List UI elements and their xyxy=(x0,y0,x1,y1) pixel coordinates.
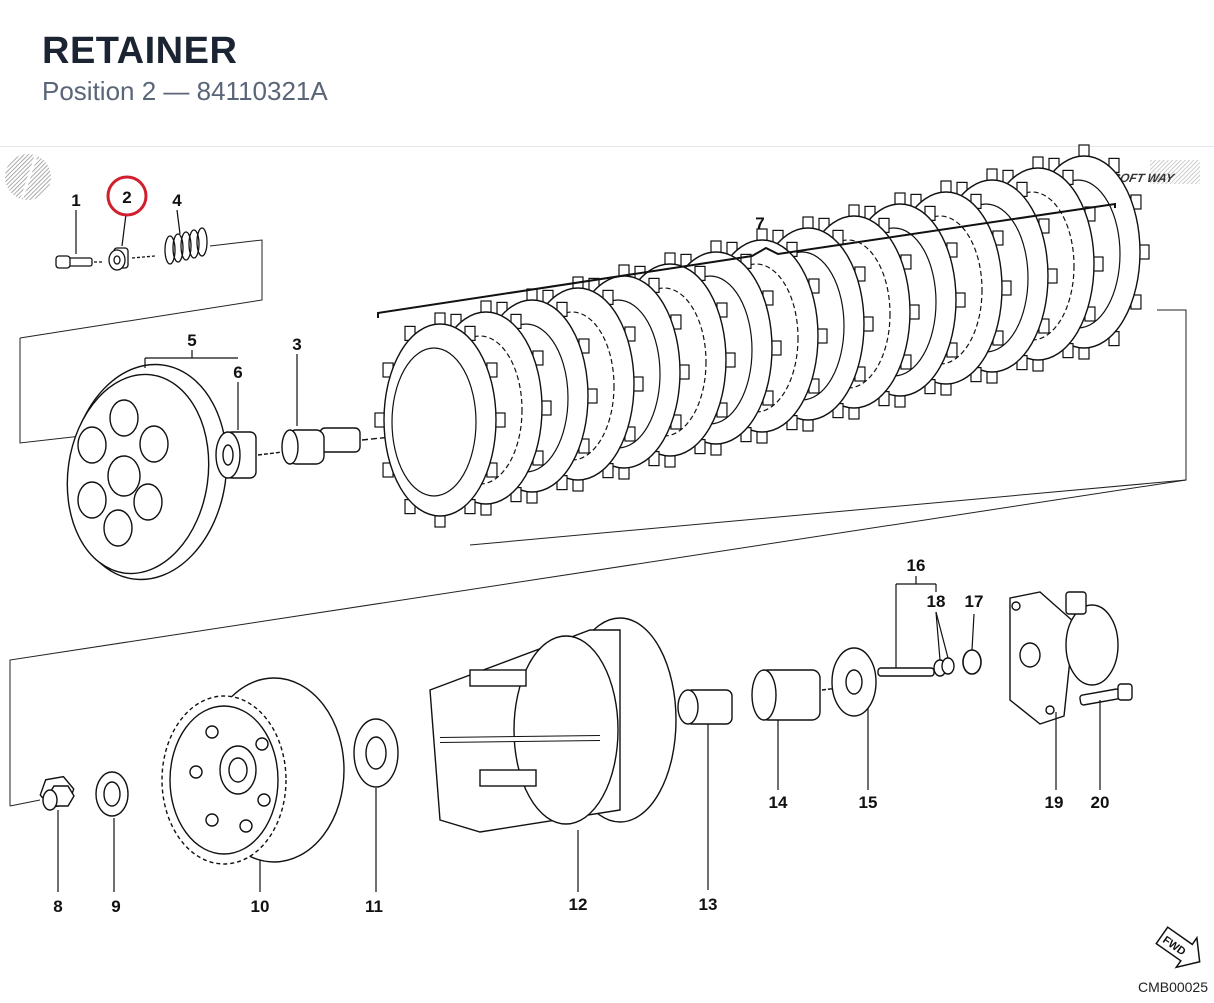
softway-logo-icon: SOFT WAY xyxy=(1111,160,1200,185)
part-7-group-bracket xyxy=(377,202,1116,318)
part-5-pressure-plate xyxy=(66,363,228,581)
part-17-circlip xyxy=(962,649,982,675)
part-6-bearing xyxy=(215,431,283,479)
callout-10: 10 xyxy=(251,897,270,916)
callout-7: 7 xyxy=(755,214,764,233)
page-title: RETAINER xyxy=(42,30,238,72)
callout-8: 8 xyxy=(53,897,62,916)
part-12-clutch-basket xyxy=(429,617,677,833)
part-16-push-rod xyxy=(877,667,935,677)
clutch-plate xyxy=(374,312,506,528)
callout-labels: 1 2 4 5 6 3 7 8 9 10 11 12 13 14 15 16 1… xyxy=(53,175,1110,916)
part-20-bolt xyxy=(1079,683,1133,706)
part-8-nut xyxy=(39,775,75,811)
callout-2: 2 xyxy=(122,188,131,207)
part-15-thrust-washer xyxy=(831,647,877,717)
callout-13: 13 xyxy=(699,895,718,914)
callout-18: 18 xyxy=(927,592,946,611)
lower-bracket-lines xyxy=(9,479,1187,807)
manufacturer-logo-icon xyxy=(5,154,51,200)
forward-arrow-icon: FWD xyxy=(1155,926,1201,969)
svg-text:SOFT WAY: SOFT WAY xyxy=(1111,171,1177,185)
upper-bracket-lines xyxy=(19,239,1187,546)
callout-6: 6 xyxy=(233,363,242,382)
part-1-screw xyxy=(55,255,104,269)
page-subtitle: Position 2 — 84110321A xyxy=(42,76,328,106)
callout-11: 11 xyxy=(365,897,383,916)
callout-4: 4 xyxy=(172,191,182,210)
callout-20: 20 xyxy=(1091,793,1110,812)
callout-3: 3 xyxy=(292,335,301,354)
callout-16: 16 xyxy=(907,556,926,575)
part-19-slave-cylinder xyxy=(1009,591,1119,725)
header-divider xyxy=(0,146,1214,147)
callout-9: 9 xyxy=(111,897,120,916)
part-13-bushing xyxy=(677,689,733,725)
highlight-ring xyxy=(106,175,148,217)
callout-12: 12 xyxy=(569,895,588,914)
part-11-washer xyxy=(353,718,399,788)
part-2-retainer xyxy=(108,247,156,271)
callout-15: 15 xyxy=(859,793,878,812)
drawing-reference: CMB00025 xyxy=(1138,979,1208,995)
leader-lines xyxy=(57,209,1101,892)
callout-17: 17 xyxy=(965,592,984,611)
callout-1: 1 xyxy=(71,191,80,210)
part-7-clutch-plate-pack xyxy=(374,144,1150,528)
callout-5: 5 xyxy=(187,331,196,350)
part-10-inner-hub xyxy=(161,677,345,865)
page-header: RETAINER Position 2 — 84110321A xyxy=(42,28,328,108)
part-9-washer xyxy=(95,771,129,817)
callout-14: 14 xyxy=(769,793,788,812)
part-18-seals xyxy=(933,657,955,677)
callout-19: 19 xyxy=(1045,793,1064,812)
part-4-spring xyxy=(164,227,208,265)
part-3-push-piece xyxy=(281,427,421,465)
